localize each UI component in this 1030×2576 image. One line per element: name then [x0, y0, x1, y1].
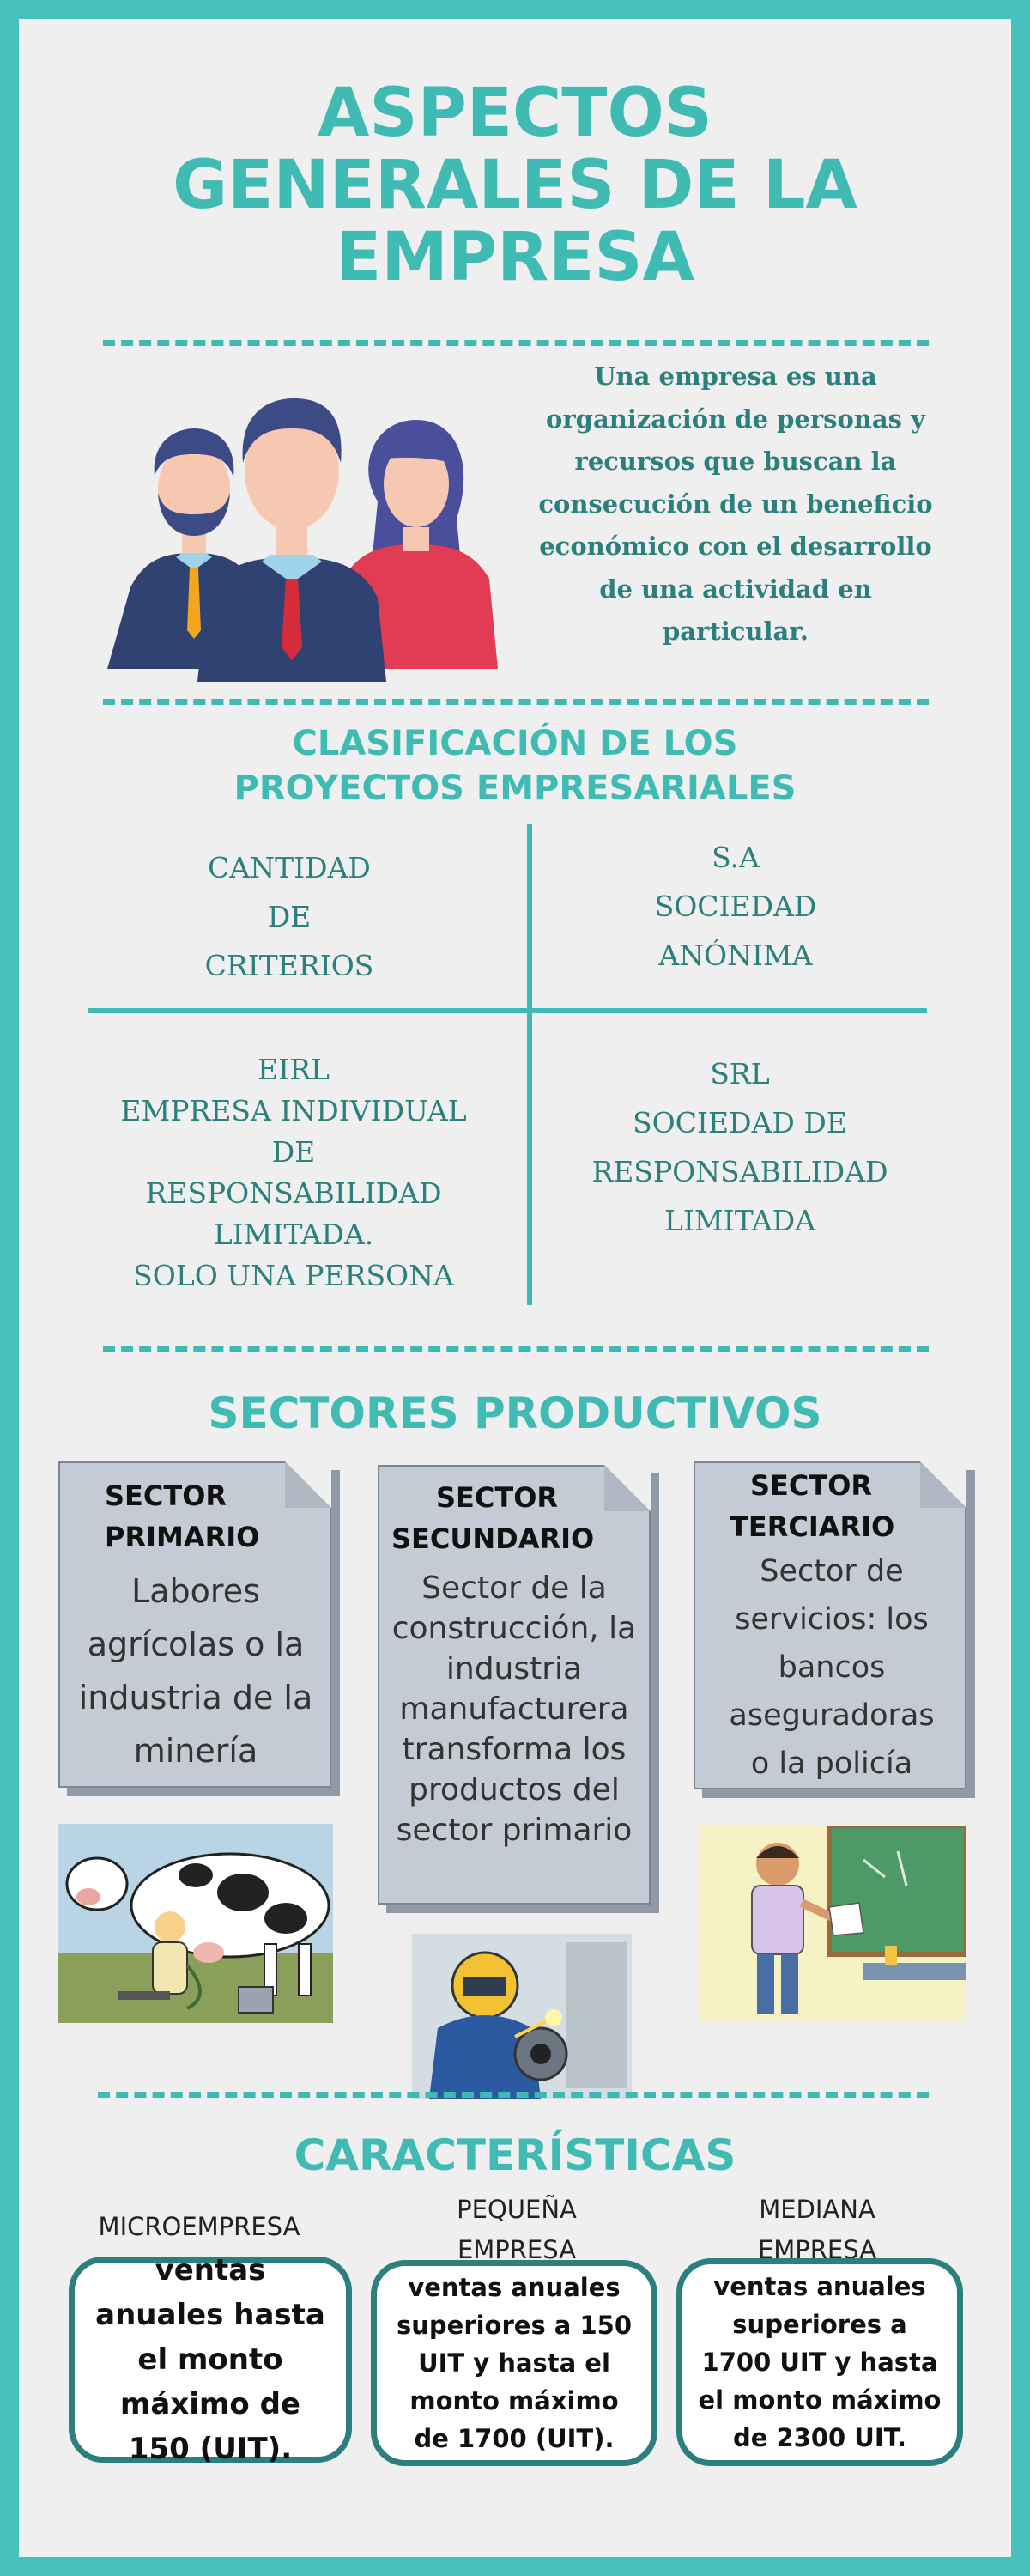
sector-card-title: SECTOR TERCIARIO [730, 1469, 895, 1543]
welder-illustration [412, 1934, 632, 2099]
classification-cell-sa: S.A SOCIEDAD ANÓNIMA [654, 841, 817, 972]
sector-card-body: Labores agrícolas o la industria de la m… [78, 1572, 313, 1770]
box-microempresa: ventas anuales hasta el monto máximo de … [69, 2253, 352, 2466]
classification-heading-line2: PROYECTOS EMPRESARIALES [233, 769, 797, 808]
sector-card-terciario: SECTOR TERCIARIO Sector de servicios: lo… [694, 1461, 966, 1789]
box-mediana-empresa: ventas anuales superiores a 1700 UIT y h… [676, 2258, 963, 2466]
cow-milking-illustration [58, 1824, 333, 2023]
divider [98, 2092, 929, 2098]
sector-card-body: Sector de la construcción, la industria … [391, 1571, 637, 1848]
classification-heading-line1: CLASIFICACIÓN DE LOS [292, 724, 738, 763]
infographic-panel: ASPECTOS GENERALES DE LA EMPRESA [19, 19, 1011, 2557]
grid-vertical-line [527, 824, 532, 1305]
classification-heading: CLASIFICACIÓN DE LOS PROYECTOS EMPRESARI… [19, 721, 1011, 811]
classification-cell-srl: SRL SOCIEDAD DE RESPONSABILIDAD LIMITADA [591, 1057, 888, 1237]
label-mediana-empresa: MEDIANA EMPRESA [757, 2195, 877, 2264]
page-title: ASPECTOS GENERALES DE LA EMPRESA [173, 75, 857, 296]
label-pequena-empresa: PEQUEÑA EMPRESA [457, 2195, 577, 2264]
business-people-icon [86, 373, 532, 690]
sector-card-title: SECTOR SECUNDARIO [391, 1481, 595, 1555]
sector-card-body: Sector de servicios: los bancos asegurad… [729, 1554, 935, 1781]
box-pequena-empresa: ventas anuales superiores a 150 UIT y ha… [371, 2260, 657, 2466]
classification-cell-eirl: EIRL EMPRESA INDIVIDUAL DE RESPONSABILID… [120, 1053, 467, 1292]
sector-card-primario: SECTOR PRIMARIO Labores agrícolas o la i… [58, 1461, 331, 1788]
grid-horizontal-line [88, 1008, 927, 1013]
divider [103, 699, 929, 705]
divider [103, 1346, 929, 1352]
classification-cell-criterios: CANTIDAD DE CRITERIOS [204, 851, 374, 982]
sector-card-title: SECTOR PRIMARIO [105, 1479, 260, 1553]
label-microempresa: MICROEMPRESA [98, 2212, 300, 2241]
intro-text: Una empresa es una organización de perso… [538, 361, 933, 646]
divider [103, 340, 929, 346]
teacher-illustration [700, 1826, 966, 2021]
sector-card-secundario: SECTOR SECUNDARIO Sector de la construcc… [378, 1465, 651, 1905]
characteristics-heading: CARACTERÍSTICAS [294, 2130, 736, 2180]
sectors-heading: SECTORES PRODUCTIVOS [208, 1388, 822, 1438]
